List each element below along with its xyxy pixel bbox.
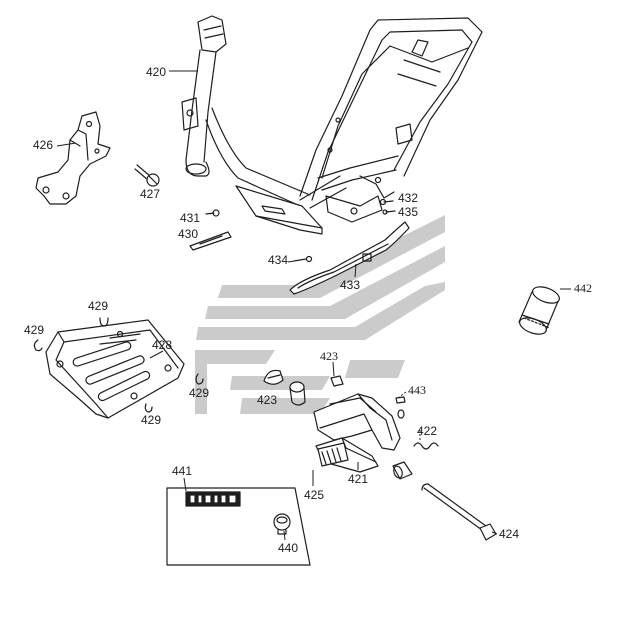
pin-434-drawing xyxy=(293,255,313,263)
callout-433: 433 xyxy=(340,278,360,292)
callout-431: 431 xyxy=(180,211,200,225)
bolt-435-drawing xyxy=(382,209,396,215)
floor-plate-428-drawing xyxy=(45,319,185,419)
callout-432: 432 xyxy=(398,191,418,205)
callout-427: 427 xyxy=(140,187,160,201)
bumper-423-a-drawing xyxy=(263,369,284,385)
bracket-426-drawing xyxy=(35,111,111,205)
callout-429-b: 429 xyxy=(24,323,44,337)
grommet-440-drawing xyxy=(273,513,291,535)
cushion-442-drawing xyxy=(518,286,560,335)
callout-422: 422 xyxy=(417,424,437,438)
callout-labels: 420 426 427 431 430 434 433 432 435 442 … xyxy=(24,65,592,555)
callout-423-a: 423 xyxy=(257,393,277,407)
callout-429-c: 429 xyxy=(189,386,209,400)
callout-435: 435 xyxy=(398,205,418,219)
callout-423-b: 423 xyxy=(320,349,338,363)
callout-420: 420 xyxy=(146,65,166,79)
strip-433-drawing xyxy=(289,221,410,295)
callout-425: 425 xyxy=(304,488,324,502)
callout-430: 430 xyxy=(178,227,198,241)
pin-430-drawing xyxy=(189,231,232,251)
callout-429-a: 429 xyxy=(88,299,108,313)
bolt-432-drawing xyxy=(379,198,394,206)
callout-424: 424 xyxy=(499,527,519,541)
callout-440: 440 xyxy=(278,541,298,555)
washer-443-drawing xyxy=(395,396,406,419)
callout-421: 421 xyxy=(348,472,368,486)
callout-443: 443 xyxy=(408,383,426,397)
kit-box-outline xyxy=(166,487,311,566)
clip-429-a-drawing xyxy=(99,317,109,327)
callout-441: 441 xyxy=(172,464,192,478)
clip-429-b-drawing xyxy=(33,339,43,352)
spring-422-drawing xyxy=(413,442,439,450)
callout-429-d: 429 xyxy=(141,413,161,427)
clip-429-d-drawing xyxy=(144,403,153,413)
leader-lines xyxy=(56,70,571,541)
bolt-427-drawing xyxy=(134,164,160,187)
rod-424-drawing xyxy=(421,483,497,541)
rubber-425-drawing xyxy=(317,442,349,467)
callout-428: 428 xyxy=(152,338,172,352)
clip-423-c-drawing xyxy=(330,375,344,387)
callout-442: 442 xyxy=(574,281,592,295)
stop-rubber-drawing xyxy=(392,461,413,480)
callout-426: 426 xyxy=(33,138,53,152)
callout-434: 434 xyxy=(268,253,288,267)
label-sticker-441-drawing xyxy=(185,491,241,507)
watermark-logo xyxy=(195,215,445,414)
main-frame-drawing xyxy=(181,15,483,235)
bumper-423-b-drawing xyxy=(289,381,306,406)
bolt-431-drawing xyxy=(205,209,220,217)
clip-429-c-drawing xyxy=(195,373,204,385)
